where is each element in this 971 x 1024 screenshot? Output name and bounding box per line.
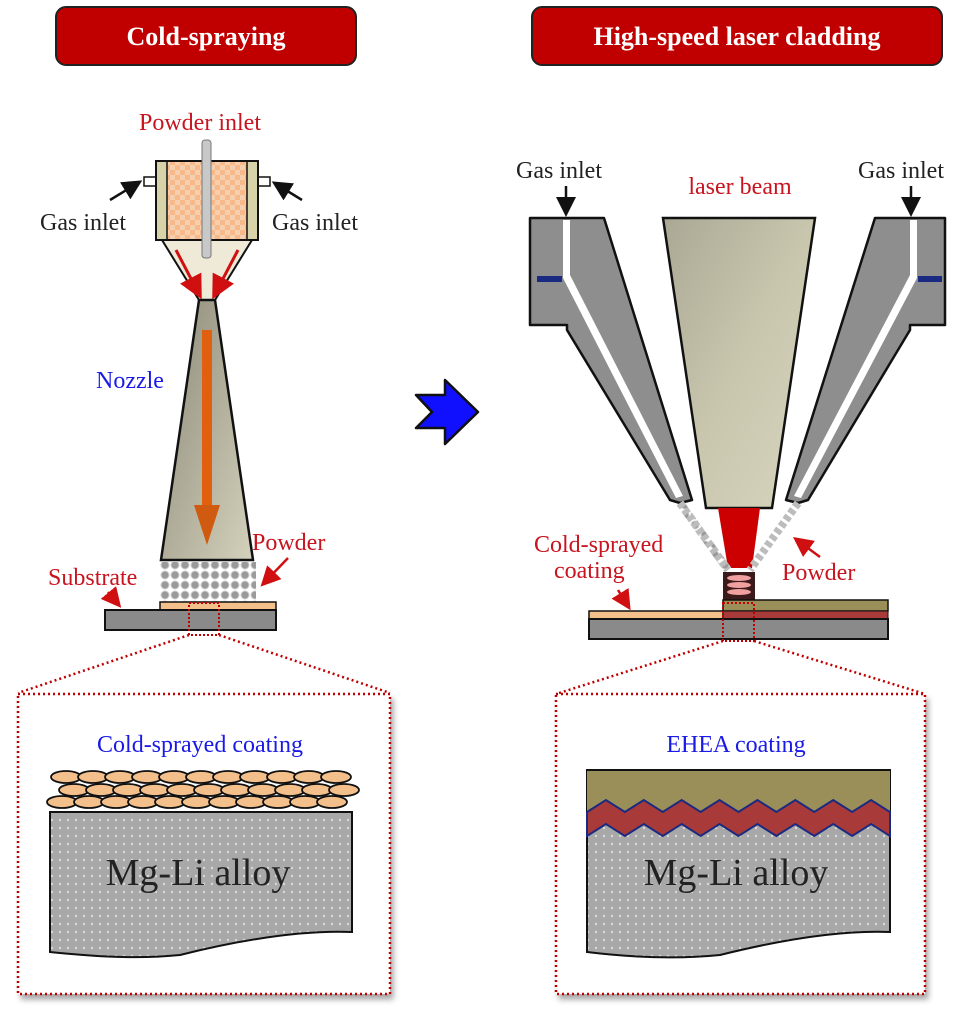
coating-splat [77,770,109,784]
zoom-lines-left [17,633,391,695]
coating-splat [220,783,252,797]
mg-li-alloy-block-left [49,811,353,959]
coating-splat [85,783,117,797]
coating-splat [274,783,306,797]
label-gas-inlet-left: Gas inlet [40,210,126,236]
label-gas-inlet-right-panel-right: Gas inlet [858,158,944,184]
coating-splat [301,783,333,797]
substrate-left [104,601,277,636]
laser-optic-body [661,216,817,510]
label-alloy-left: Mg-Li alloy [106,852,291,894]
cold-sprayed-arrow [611,587,631,611]
powder-spray [160,562,256,602]
label-cold-sprayed-line2: coating [554,558,625,584]
coating-splat [112,783,144,797]
coating-splat [50,770,82,784]
label-powder-inlet: Powder inlet [139,110,261,136]
gas-port-right [257,176,271,187]
title-cold-spraying: Cold-spraying [55,6,357,66]
coating-splat [181,795,213,809]
label-gas-inlet-right-panel-left: Gas inlet [516,158,602,184]
label-laser-beam: laser beam [688,174,792,200]
powder-stream-right-dots [746,500,802,573]
coating-splat [154,795,186,809]
title-laser-cladding-text: High-speed laser cladding [593,22,880,51]
label-ehea-coating-detail: EHEA coating [666,732,805,758]
powder-nozzle-right [784,216,947,505]
title-laser-cladding: High-speed laser cladding [531,6,943,66]
coating-splat [320,770,352,784]
flow-arrow-left [174,249,202,300]
particle-stream-arrow [194,330,220,545]
label-powder-left: Powder [252,530,325,556]
label-nozzle: Nozzle [96,368,164,394]
coating-splat [208,795,240,809]
flow-arrow-right [212,249,240,300]
coating-splat [212,770,244,784]
right-arrow-icon [414,378,480,446]
coating-splat [46,795,78,809]
label-cold-sprayed-line1: Cold-sprayed [534,532,663,558]
coating-splat [239,770,271,784]
coating-splat [266,770,298,784]
label-powder-right: Powder [782,560,855,586]
melt-pool [723,572,755,600]
coating-splat [131,770,163,784]
powder-feed-tube [201,139,212,259]
coating-splat [185,770,217,784]
coating-splat [235,795,267,809]
coating-splat [247,783,279,797]
title-cold-spraying-text: Cold-spraying [127,22,286,51]
coating-splat [293,770,325,784]
powder-arrow-right [792,537,821,559]
coating-splat [104,770,136,784]
coating-splat [262,795,294,809]
label-cold-sprayed-coating-detail: Cold-sprayed coating [97,732,303,758]
label-alloy-right: Mg-Li alloy [644,852,829,894]
coating-splat [100,795,132,809]
substrate-arrow [100,586,122,608]
gas-inlet-arrow-left [109,180,143,202]
substrate-right [588,599,889,642]
coating-splat [139,783,171,797]
coating-splat [158,770,190,784]
coating-splat [58,783,90,797]
coating-splat [328,783,360,797]
coating-splat [73,795,105,809]
gas-port-left [143,176,157,187]
powder-arrow-left [260,557,289,587]
label-gas-inlet-right: Gas inlet [272,210,358,236]
zoom-lines-right [555,639,926,696]
coating-splat [127,795,159,809]
coating-splat [289,795,321,809]
gas-inlet-arrow-right [271,181,303,202]
label-substrate: Substrate [48,565,137,591]
coating-splat [316,795,348,809]
laser-beam [718,508,760,568]
coating-splat [193,783,225,797]
coating-splat [166,783,198,797]
ehea-coating-block [586,769,891,959]
powder-nozzle-left [528,216,694,505]
powder-stream-left-dots [676,500,732,573]
coating-splats [46,770,360,809]
